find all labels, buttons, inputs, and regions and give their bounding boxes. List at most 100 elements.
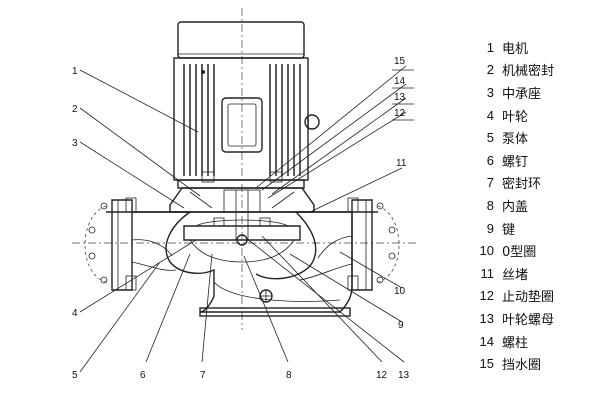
callout-11: 11: [396, 158, 407, 169]
leader-6: [145, 253, 191, 363]
impeller: [183, 211, 301, 263]
leader-2: [79, 107, 201, 197]
seal-left: [213, 217, 225, 227]
leader-1: [79, 69, 199, 133]
leader-5: [79, 261, 161, 373]
legend-item: 3 中承座: [476, 81, 596, 104]
motor: [173, 21, 320, 189]
impeller-nut: [236, 234, 248, 246]
callout-8: 8: [286, 370, 292, 381]
callout-14: 14: [394, 76, 406, 87]
legend-item-number: 13: [479, 310, 494, 326]
legend-item-name: 键: [502, 222, 516, 238]
callout-4: 4: [72, 308, 78, 319]
leader-12b: [261, 235, 383, 363]
legend-item-name: 挡水圈: [502, 358, 542, 374]
legend-item-name: 0型圈: [502, 245, 537, 261]
callout-9: 9: [398, 320, 404, 331]
leader-9: [289, 253, 403, 323]
legend-item: 15 挡水圈: [476, 352, 596, 375]
legend-item-number: 4: [486, 107, 494, 123]
leader-lines: [79, 65, 414, 373]
impeller-shaft: [235, 211, 249, 241]
legend-item-number: 15: [479, 356, 494, 372]
callout-13-bottom: 13: [398, 370, 410, 381]
leader-12: [267, 111, 407, 199]
inlet-flange: [84, 197, 137, 291]
legend-item-number: 1: [486, 39, 494, 55]
leader-14: [261, 83, 407, 191]
motor-flange: [177, 179, 305, 189]
callout-labels: 1 2 3 4 5 6 7 8 9 10 11 12 13 14 15 12 1…: [72, 56, 410, 381]
legend-item: 11 丝堵: [476, 262, 596, 285]
legend-item: 1 电机: [476, 36, 596, 59]
legend-item: 12 止动垫圈: [476, 285, 596, 308]
leader-8: [243, 255, 289, 363]
leader-15: [255, 65, 407, 189]
lifting-eye-ring: [304, 114, 320, 130]
legend-item-name: 叶轮螺母: [502, 312, 555, 328]
legend-item: 10 0型圈: [476, 239, 596, 262]
pump-cross-section-drawing: 1 2 3 4 5 6 7 8 9 10 11 12 13 14 15 12 1…: [72, 8, 418, 381]
legend-item: 6 螺钉: [476, 149, 596, 172]
legend-item-name: 电机: [502, 41, 529, 57]
legend-item: 5 泵体: [476, 126, 596, 149]
legend-item-name: 丝堵: [502, 267, 529, 283]
pump-body: [131, 211, 353, 317]
legend-item-number: 12: [479, 288, 494, 304]
callout-1: 1: [72, 66, 78, 77]
legend-item-name: 密封环: [502, 177, 542, 193]
callout-2: 2: [72, 104, 78, 115]
leader-13b: [245, 237, 405, 363]
leader-7: [201, 253, 213, 363]
legend-item-name: 螺钉: [502, 154, 529, 170]
flange-bolt-left: [201, 171, 215, 183]
leader-11: [309, 167, 403, 213]
pump-base: [199, 307, 351, 317]
legend-item-name: 机械密封: [502, 64, 555, 80]
callout-5: 5: [72, 370, 78, 381]
callout-12: 12: [394, 108, 406, 119]
callout-3: 3: [72, 138, 78, 149]
legend-item-name: 止动垫圈: [502, 290, 555, 306]
legend-item: 8 内盖: [476, 194, 596, 217]
motor-cooling-fins: [183, 64, 301, 176]
callout-13: 13: [394, 92, 406, 103]
leader-4: [79, 239, 197, 313]
legend-item-number: 10: [479, 243, 494, 259]
legend-item: 13 叶轮螺母: [476, 307, 596, 330]
legend-item-number: 5: [486, 130, 494, 146]
legend-item-number: 3: [486, 84, 494, 100]
legend-item-number: 7: [486, 175, 494, 191]
legend-item-number: 2: [486, 62, 494, 78]
legend-item-number: 9: [486, 220, 494, 236]
leader-3: [79, 141, 185, 209]
motor-screw: [201, 70, 205, 74]
terminal-box: [221, 97, 263, 153]
callout-12-bottom: 12: [376, 370, 388, 381]
legend-item-name: 中承座: [502, 86, 542, 102]
legend-item-number: 6: [486, 152, 494, 168]
callout-6: 6: [140, 370, 146, 381]
legend-item: 4 叶轮: [476, 104, 596, 127]
callout-15: 15: [394, 56, 406, 67]
legend-item-name: 泵体: [502, 132, 529, 148]
callout-10: 10: [394, 286, 406, 297]
leader-10: [339, 251, 403, 289]
legend-item-number: 8: [486, 197, 494, 213]
callout-7: 7: [200, 370, 206, 381]
legend-item: 7 密封环: [476, 172, 596, 195]
seal-right: [259, 217, 271, 227]
legend-item-name: 内盖: [502, 199, 529, 215]
legend-item-name: 叶轮: [502, 109, 529, 125]
motor-top-cap: [177, 21, 305, 59]
legend-item-number: 11: [480, 265, 495, 281]
terminal-box-cover: [227, 103, 257, 147]
legend-item: 2 机械密封: [476, 59, 596, 82]
leader-13: [271, 97, 407, 195]
legend-item-number: 14: [479, 333, 494, 349]
